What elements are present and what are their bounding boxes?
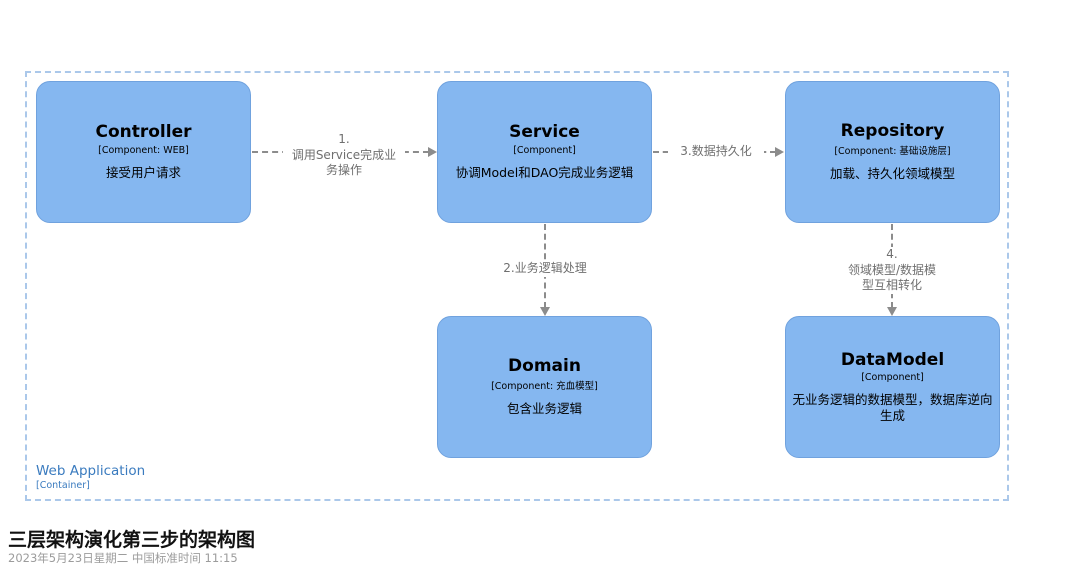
node-title: DataModel <box>840 349 945 370</box>
edge-label-line: 务操作 <box>325 163 362 178</box>
arrowhead-down-icon <box>540 307 550 316</box>
node-description: 包含业务逻辑 <box>506 401 582 417</box>
node-title: Controller <box>95 122 192 143</box>
node-controller: Controller [Component: WEB] 接受用户请求 <box>36 81 251 223</box>
arrowhead-right-icon <box>428 147 437 157</box>
node-meta: [Component] <box>513 144 576 156</box>
node-description: 协调Model和DAO完成业务逻辑 <box>455 164 634 180</box>
node-domain: Domain [Component: 充血模型] 包含业务逻辑 <box>437 316 652 458</box>
node-title: Service <box>509 122 580 143</box>
diagram-title: 三层架构演化第三步的架构图 <box>8 529 256 551</box>
node-meta: [Component] <box>861 372 924 384</box>
node-meta: [Component: 基础设施层] <box>834 146 951 158</box>
boundary-name: Web Application <box>36 463 146 480</box>
edge-label-line: 2.业务逻辑处理 <box>503 261 587 275</box>
node-datamodel: DataModel [Component] 无业务逻辑的数据模型，数据库逆向生成 <box>785 316 1000 458</box>
boundary-type-label: [Container] <box>36 479 90 491</box>
edge-service-repository-label: 3.数据持久化 <box>668 144 764 160</box>
web-application-boundary: Web Application [Container] <box>25 71 1009 501</box>
boundary-label: Web Application [Container] <box>36 463 145 492</box>
node-description: 加载、持久化领域模型 <box>829 166 955 182</box>
arrowhead-right-icon <box>775 147 784 157</box>
edge-label-line: 3.数据持久化 <box>680 144 752 158</box>
edge-label-line: 型互相转化 <box>861 278 922 293</box>
edge-label-line: 领域模型/数据模 <box>847 262 937 277</box>
node-title: Domain <box>508 355 581 376</box>
arrowhead-down-icon <box>887 307 897 316</box>
edge-repository-datamodel-label: 4. 领域模型/数据模 型互相转化 <box>832 247 952 294</box>
edge-controller-service-label: 1. 调用Service完成业 务操作 <box>283 132 405 179</box>
node-repository: Repository [Component: 基础设施层] 加载、持久化领域模型 <box>785 81 1000 223</box>
node-service: Service [Component] 协调Model和DAO完成业务逻辑 <box>437 81 652 223</box>
node-description: 接受用户请求 <box>105 164 181 180</box>
edge-label-line: 4. <box>886 247 898 261</box>
edge-service-domain-label: 2.业务逻辑处理 <box>494 261 596 277</box>
node-meta: [Component: WEB] <box>98 144 189 156</box>
edge-label-line: 调用Service完成业 <box>291 147 397 162</box>
node-meta: [Component: 充血模型] <box>491 381 598 393</box>
edge-label-line: 1. <box>338 132 350 146</box>
node-description: 无业务逻辑的数据模型，数据库逆向生成 <box>792 392 993 423</box>
node-title: Repository <box>840 120 945 141</box>
diagram-timestamp: 2023年5月23日星期二 中国标准时间 11:15 <box>8 551 238 565</box>
